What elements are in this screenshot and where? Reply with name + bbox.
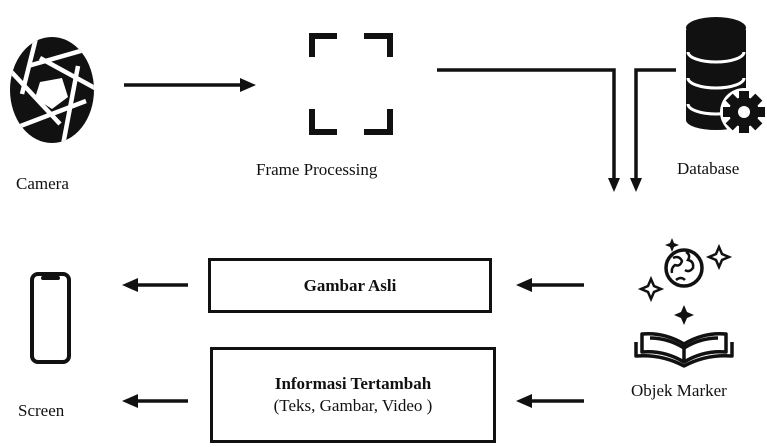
globe-open-book-icon: [634, 238, 734, 368]
arrow-gambar-to-screen: [122, 278, 188, 292]
database-label: Database: [677, 159, 740, 178]
arrow-camera-to-frame: [124, 78, 256, 92]
informasi-tertambah-subtitle: (Teks, Gambar, Video ): [273, 396, 433, 415]
informasi-tertambah-box: Informasi Tertambah (Teks, Gambar, Video…: [210, 347, 496, 443]
camera-aperture-icon: [10, 37, 94, 143]
arrow-informasi-to-screen: [122, 394, 188, 408]
screen-label: Screen: [18, 401, 65, 420]
gambar-asli-box: Gambar Asli: [208, 258, 492, 313]
frame-processing-label: Frame Processing: [256, 160, 378, 179]
arrow-marker-to-gambar: [516, 278, 584, 292]
viewfinder-frame-icon: [309, 33, 393, 135]
objek-marker-label: Objek Marker: [631, 381, 727, 400]
arrow-database-to-marker: [630, 68, 676, 192]
database-gear-icon: [686, 17, 767, 136]
camera-label: Camera: [16, 174, 69, 193]
arrow-frame-to-marker: [437, 68, 620, 192]
arrow-marker-to-informasi: [516, 394, 584, 408]
informasi-tertambah-title: Informasi Tertambah: [274, 374, 432, 393]
smartphone-icon: [30, 272, 71, 364]
gambar-asli-title: Gambar Asli: [303, 275, 397, 295]
